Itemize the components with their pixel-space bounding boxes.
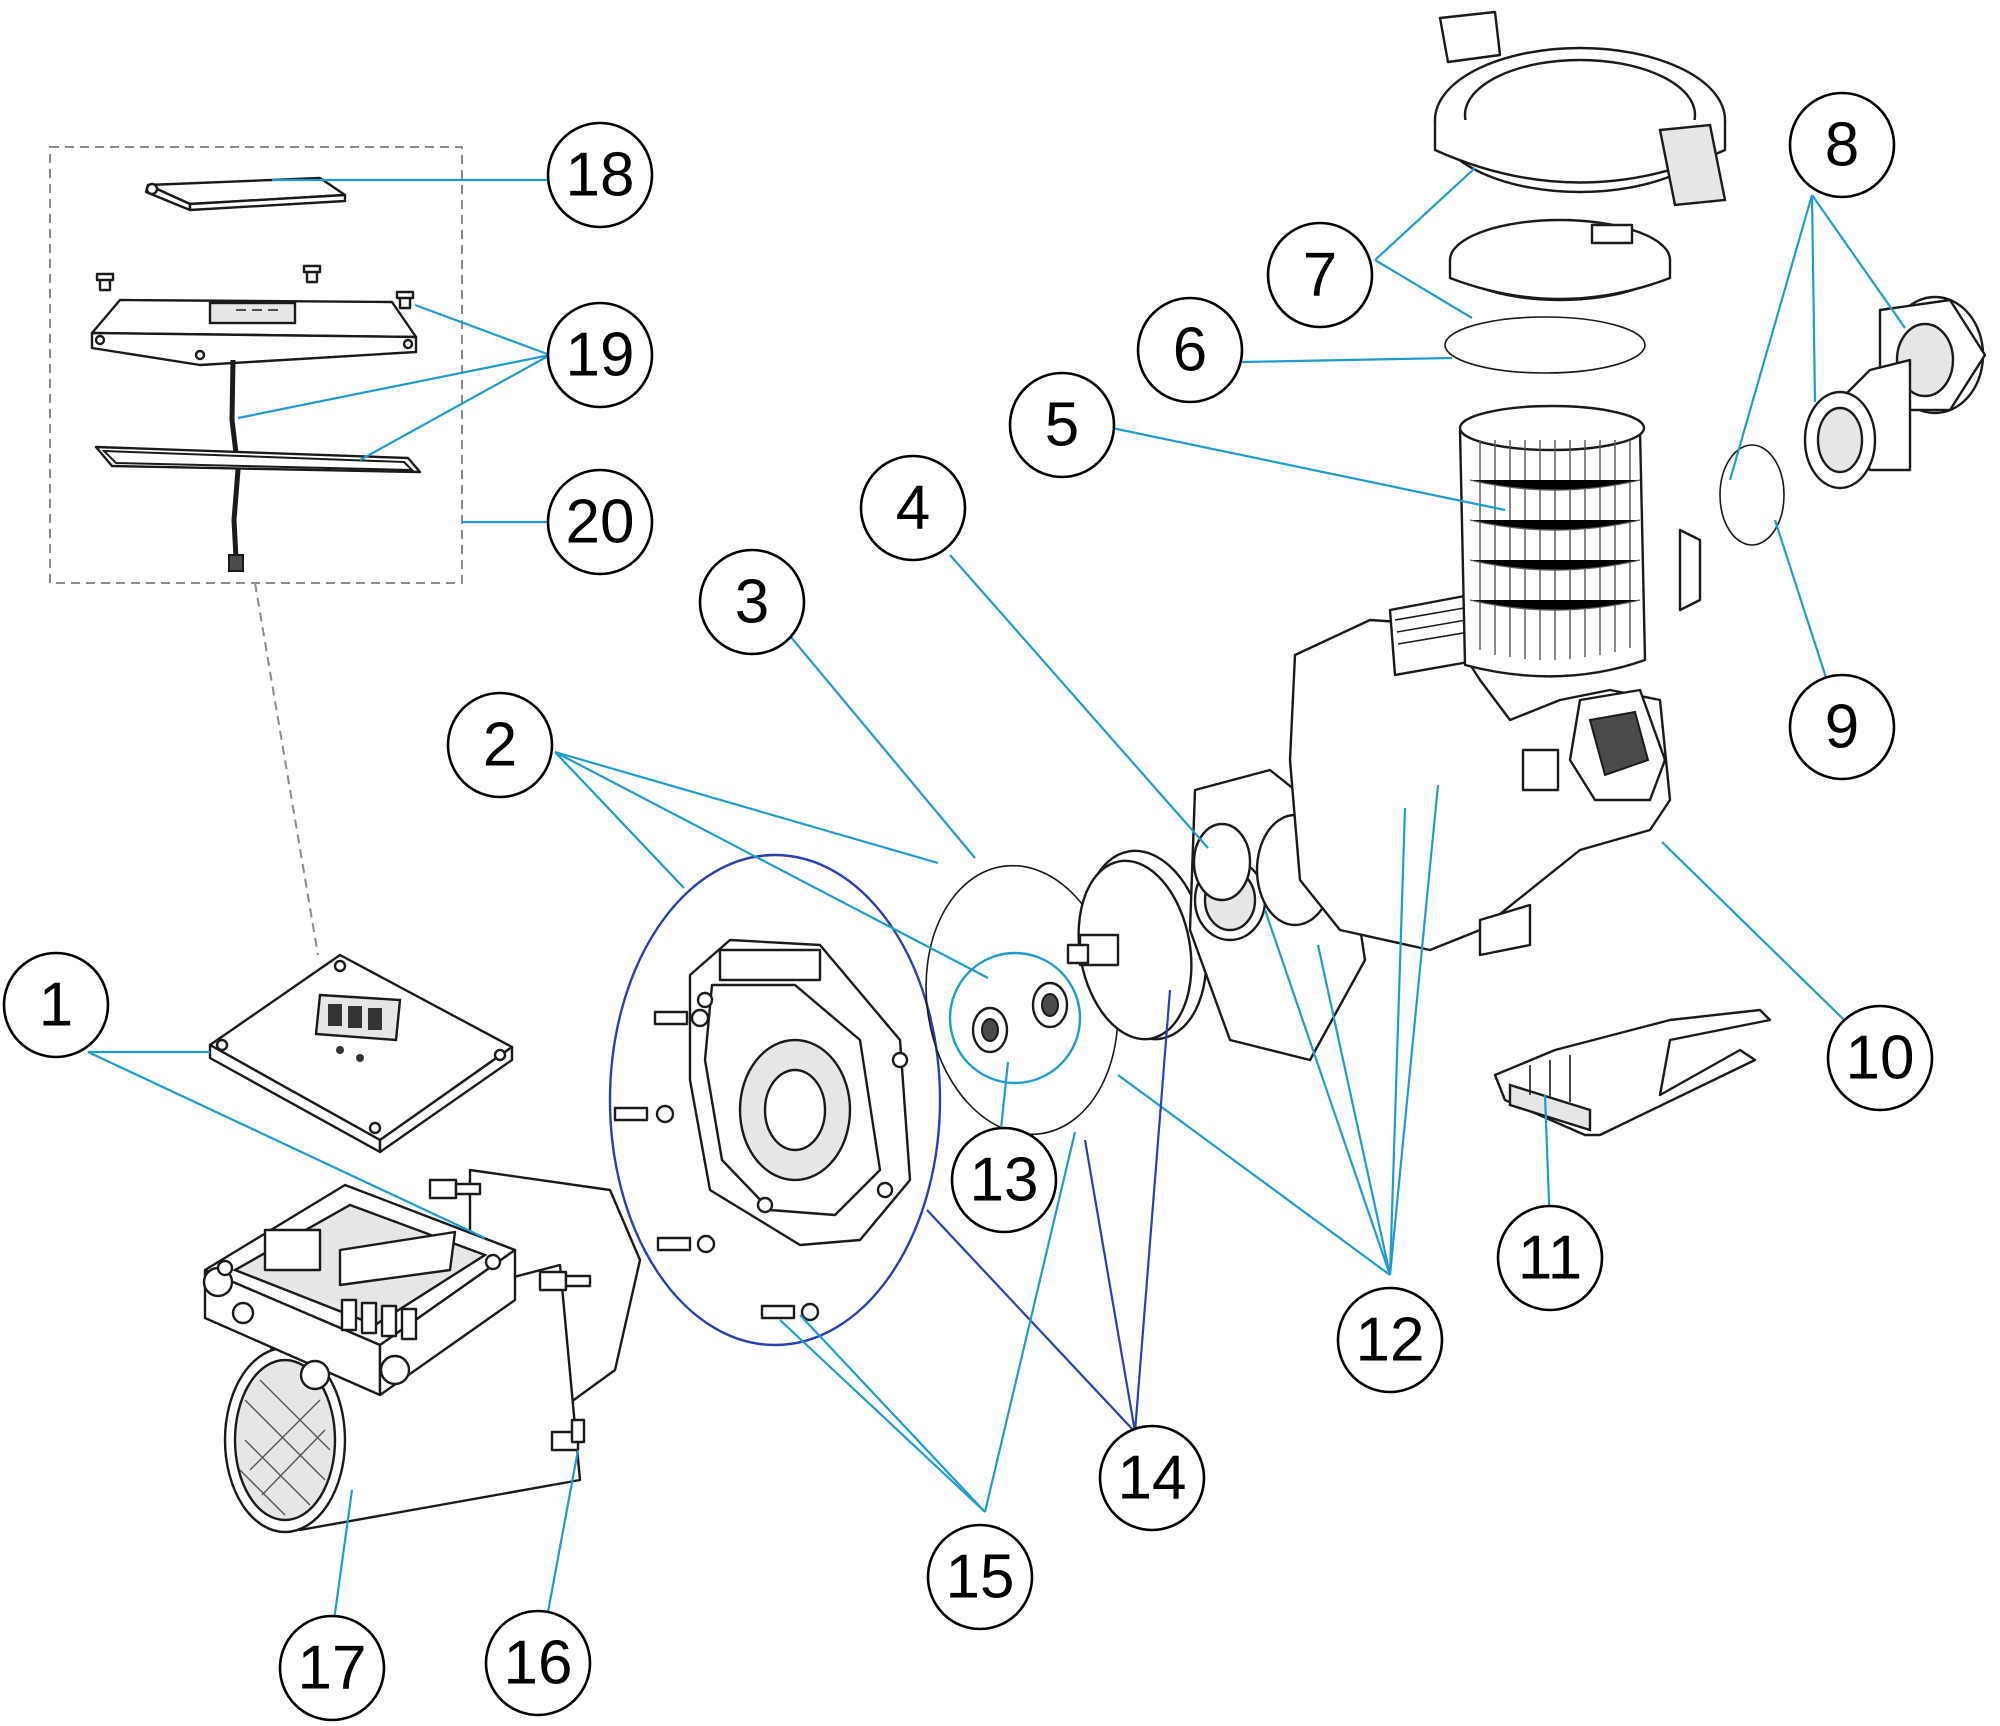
callout-17-label: 17 <box>298 1634 367 1703</box>
control-kit-link-line <box>254 582 319 956</box>
display-cover-part <box>144 176 347 212</box>
callout-13: 13 <box>950 1126 1058 1234</box>
callout-17: 17 <box>278 1614 386 1722</box>
control-box-lid-part <box>208 953 514 1154</box>
callout-8-label: 8 <box>1825 111 1859 180</box>
callout-12-label: 12 <box>1356 1306 1425 1375</box>
callout-16: 16 <box>484 1609 592 1717</box>
strainer-lid-part <box>1448 218 1672 302</box>
wrench-key-part <box>1493 1008 1772 1137</box>
callout-14: 14 <box>1098 1424 1206 1532</box>
mechanical-seal-part <box>971 981 1069 1054</box>
motor-part <box>202 1168 642 1534</box>
strainer-basket-part <box>1458 404 1647 678</box>
callout-4-label: 4 <box>896 474 930 543</box>
controller-cable-part <box>228 359 244 572</box>
callout-18: 18 <box>546 121 654 229</box>
control-kit-group-box <box>49 146 463 584</box>
callout-3-label: 3 <box>735 568 769 637</box>
callout-16-label: 16 <box>504 1629 573 1698</box>
callout-18-label: 18 <box>566 141 635 210</box>
callout-2-label: 2 <box>483 711 517 780</box>
lid-screws-part <box>95 264 415 310</box>
callout-15: 15 <box>926 1523 1034 1631</box>
pump-housing-part <box>1288 528 1702 957</box>
callout-12: 12 <box>1336 1286 1444 1394</box>
callout-8: 8 <box>1788 91 1896 199</box>
callout-10: 10 <box>1826 1004 1934 1112</box>
callout-13-label: 13 <box>970 1146 1039 1215</box>
lid-oring-part <box>1444 316 1646 374</box>
callout-11: 11 <box>1496 1204 1604 1312</box>
callout-19-label: 19 <box>566 321 635 390</box>
callout-4: 4 <box>859 454 967 562</box>
callout-6: 6 <box>1136 296 1244 404</box>
inlet-tube-part <box>1192 822 1252 902</box>
controller-lid-part <box>90 298 418 367</box>
mechanical-seal-group-outline <box>948 951 1082 1085</box>
callout-19: 19 <box>546 301 654 409</box>
union-oring-part <box>1719 444 1785 546</box>
union-tail-part <box>1803 358 1912 490</box>
callout-20: 20 <box>546 468 654 576</box>
callout-20-label: 20 <box>566 488 635 557</box>
motor-bolts-part <box>428 1178 592 1452</box>
locking-ring-part <box>1433 10 1727 207</box>
callout-15-label: 15 <box>946 1543 1015 1612</box>
callout-1: 1 <box>2 951 110 1059</box>
seal-plate-bolts-part <box>613 1008 820 1322</box>
leader-lines <box>87 167 1906 1636</box>
callout-14-label: 14 <box>1118 1444 1187 1513</box>
callout-7-label: 7 <box>1303 241 1337 310</box>
callout-5: 5 <box>1008 371 1116 479</box>
seal-plate-group-outline <box>608 853 942 1347</box>
callout-6-label: 6 <box>1173 316 1207 385</box>
callout-5-label: 5 <box>1045 391 1079 460</box>
callout-3: 3 <box>698 548 806 656</box>
callout-1-label: 1 <box>39 971 73 1040</box>
callout-9-label: 9 <box>1825 693 1859 762</box>
callout-9: 9 <box>1788 673 1896 781</box>
callout-7: 7 <box>1266 221 1374 329</box>
callout-10-label: 10 <box>1846 1024 1915 1093</box>
controller-gasket-part <box>94 445 422 474</box>
callout-11-label: 11 <box>1518 1224 1582 1293</box>
seal-plate-part <box>688 938 912 1247</box>
callout-2: 2 <box>446 691 554 799</box>
impeller-part <box>1066 849 1208 1041</box>
